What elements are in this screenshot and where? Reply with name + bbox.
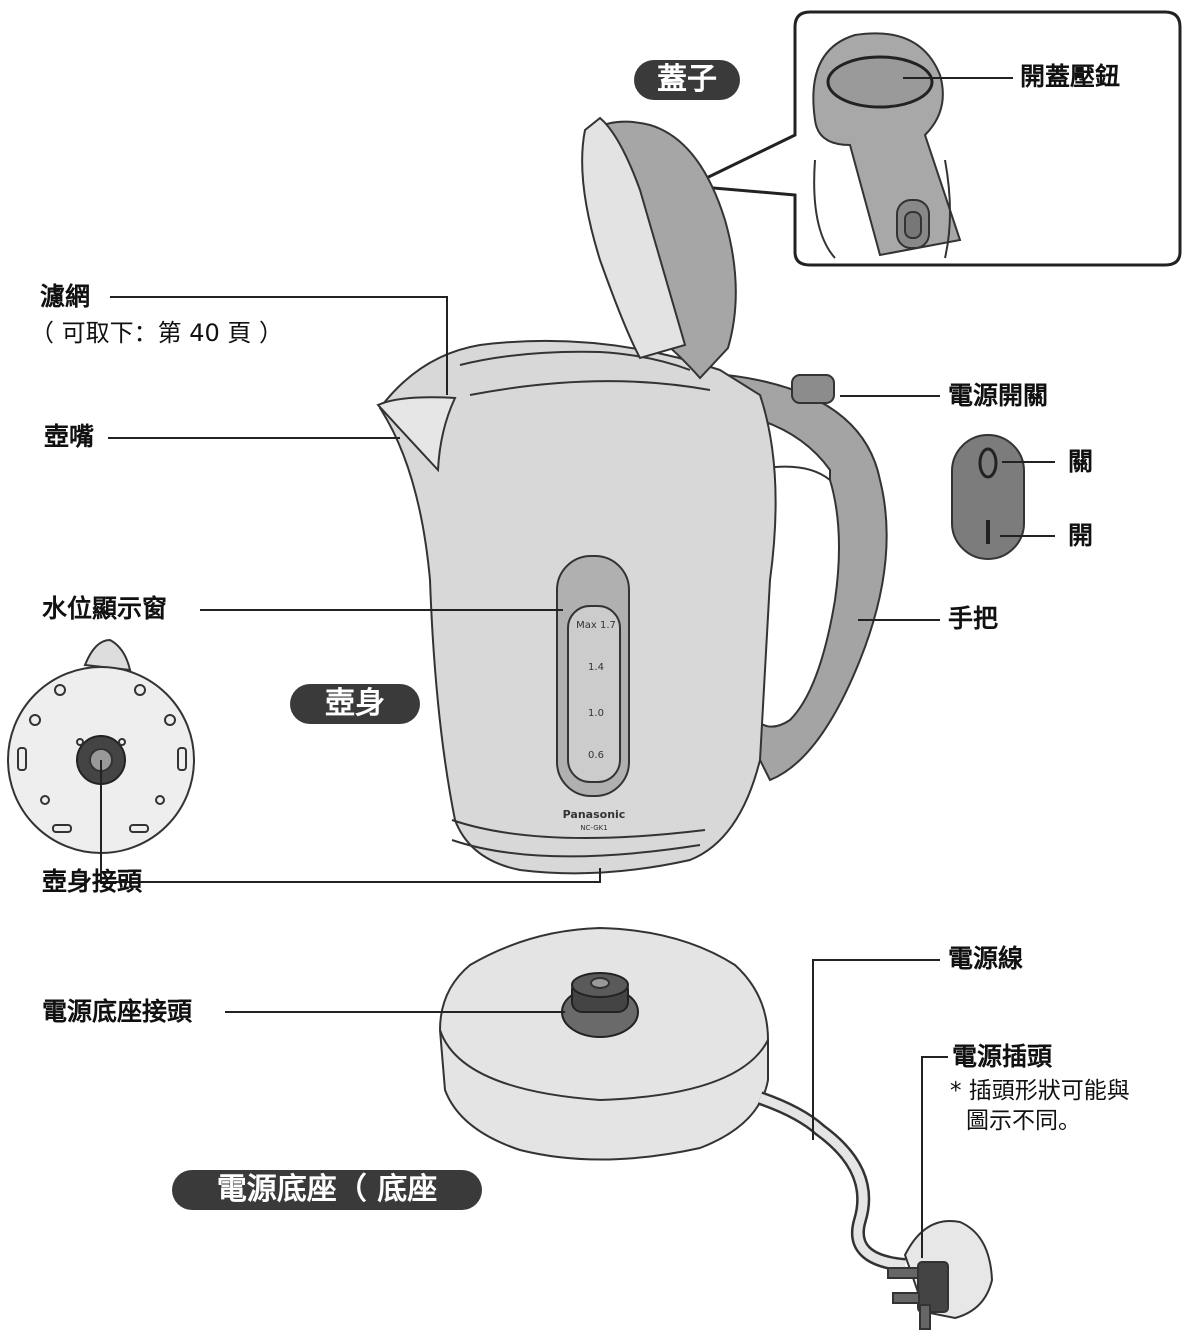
power-switch-label: 電源開關 [948, 381, 1049, 410]
gauge-mark-max: Max 1.7 [576, 620, 616, 631]
spout-label: 壺嘴 [44, 422, 95, 451]
handle-label: 手把 [948, 604, 999, 633]
switch-off-label: 關 [1068, 447, 1094, 476]
lid-release-label: 開蓋壓鈕 [1020, 62, 1121, 91]
body-connector-label: 壺身接頭 [42, 867, 143, 896]
power-plug-shape [887, 1220, 994, 1330]
filter-note: （ 可取下：第 40 頁 ） [30, 319, 284, 347]
gauge-mark-1-0: 1.0 [588, 708, 604, 719]
plug-note-line1: * 插頭形狀可能與 [950, 1078, 1130, 1104]
leader-lines [100, 77, 1055, 1258]
power-plug-label: 電源插頭 [952, 1042, 1053, 1071]
gauge-mark-1-4: 1.4 [588, 662, 604, 673]
brand-logo: Panasonic [563, 808, 626, 821]
base-badge: 電源底座（ 底座 [172, 1170, 482, 1210]
body-badge: 壺身 [290, 684, 420, 724]
lid-release-button-detail [826, 55, 934, 109]
lid-release-callout [684, 10, 1182, 267]
gauge-mark-0-6: 0.6 [588, 750, 604, 761]
filter-label: 濾網 [40, 282, 91, 311]
switch-detail-shape [951, 434, 1025, 560]
power-base-shape [438, 926, 769, 1161]
power-cord-label: 電源線 [948, 944, 1024, 973]
base-connector-label: 電源底座接頭 [42, 997, 193, 1026]
water-window-label: 水位顯示窗 [42, 594, 168, 623]
lid-badge: 蓋子 [634, 60, 740, 100]
model-number: NC-GK1 [580, 824, 607, 832]
plug-note-line2: 圖示不同。 [966, 1108, 1081, 1134]
switch-on-label: 開 [1068, 521, 1094, 550]
